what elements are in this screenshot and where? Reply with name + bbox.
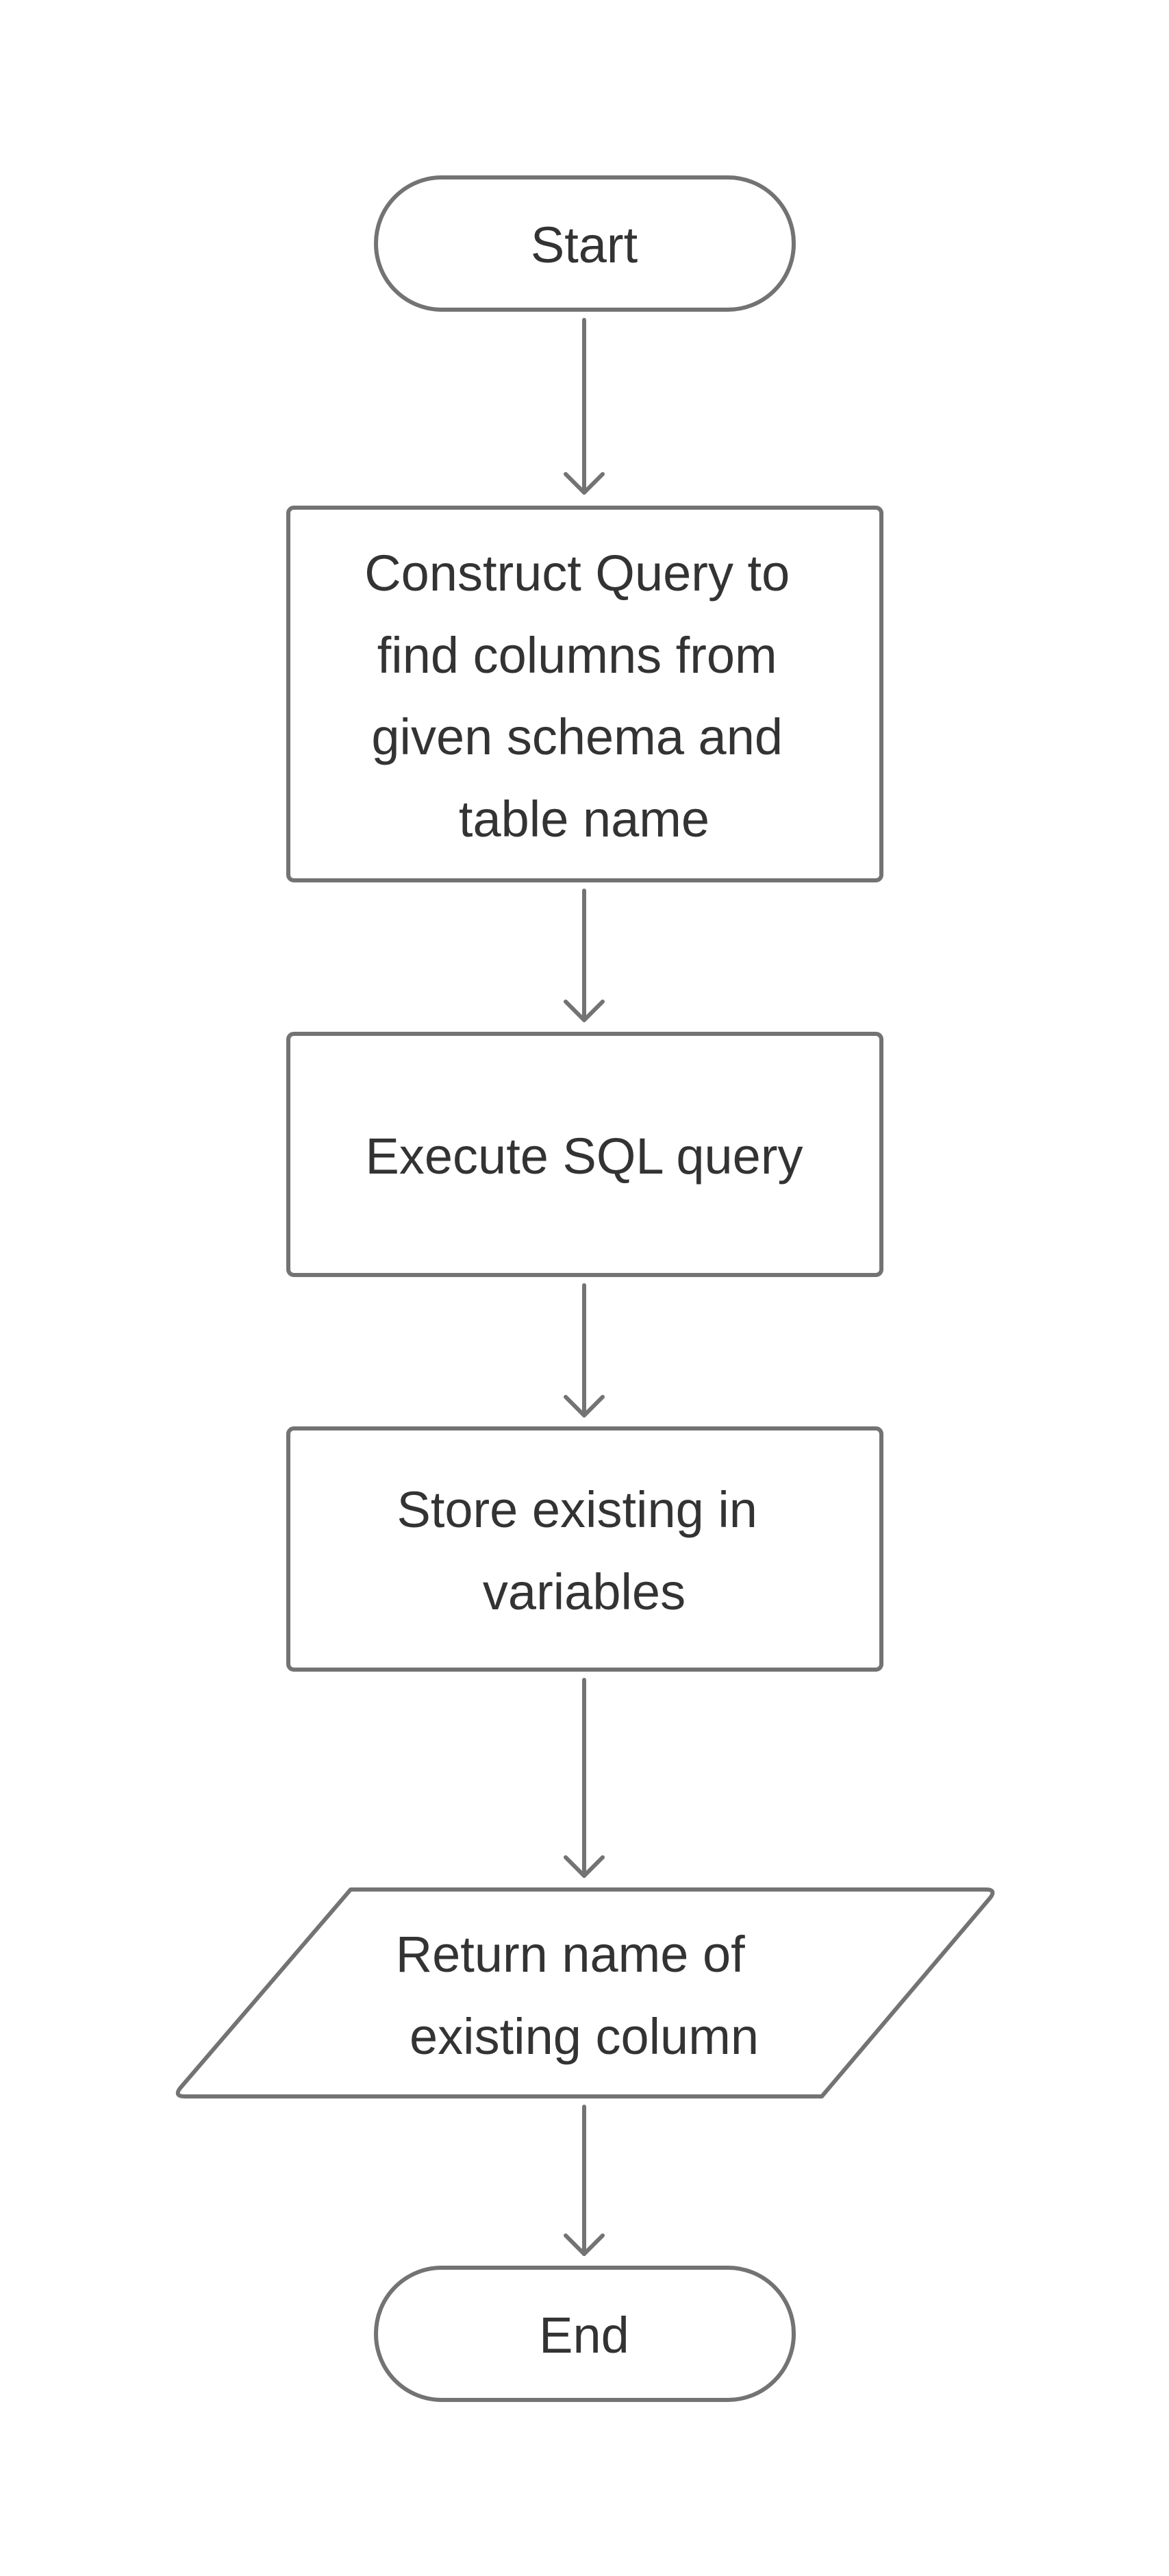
node-end: End [374,2266,796,2402]
arrow-construct-to-execute [564,889,605,1022]
start-label: Start [531,216,638,273]
arrow-return-to-end [564,2105,605,2256]
arrow-execute-to-store [564,1283,605,1417]
execute-sql-label: Execute SQL query [366,1128,803,1185]
node-start: Start [374,175,796,312]
end-label: End [539,2307,629,2364]
store-variables-label: Store existing in variables [397,1481,771,1620]
arrow-store-to-return [564,1678,605,1878]
node-execute-sql: Execute SQL query [286,1032,883,1277]
arrow-start-to-construct [564,318,605,495]
node-return-column: Return name of existing column [175,1887,995,2098]
return-column-label: Return name of existing column [396,1926,759,2065]
store-variables-box [286,1426,883,1672]
return-column-parallelogram [175,1887,995,2098]
end-terminal-shape [374,2266,796,2402]
construct-query-label: Construct Query to find columns from giv… [364,545,804,847]
execute-sql-box [286,1032,883,1277]
construct-query-box [286,506,883,882]
start-terminal-shape [374,175,796,312]
node-store-variables: Store existing in variables [286,1426,883,1672]
node-construct-query: Construct Query to find columns from giv… [286,506,883,882]
